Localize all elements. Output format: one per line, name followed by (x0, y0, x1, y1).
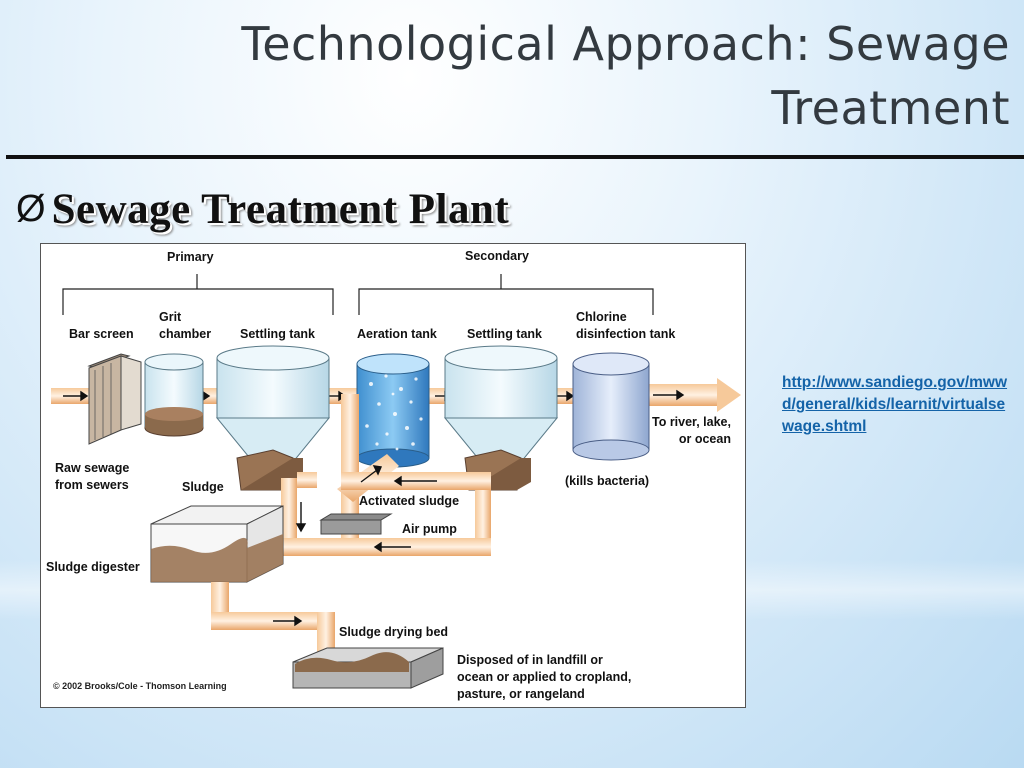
title-line-1: Technological Approach: Sewage (241, 17, 1010, 71)
bullet-heading: Ø Sewage Treatment Plant (16, 184, 509, 234)
source-link[interactable]: http://www.sandiego.gov/mwwd/general/kid… (782, 374, 1008, 435)
label-air-pump: Air pump (402, 522, 457, 536)
label-settling-tank-2: Settling tank (467, 327, 543, 341)
title-line-2: Treatment (771, 81, 1010, 135)
label-raw-sewage: Raw sewage from sewers (55, 461, 130, 492)
label-to-river: To river, lake, or ocean (652, 415, 731, 446)
label-sludge-digester: Sludge digester (46, 560, 140, 574)
slide-title: Technological Approach: Sewage Treatment (241, 12, 1010, 140)
label-settling-tank-1: Settling tank (240, 327, 316, 341)
label-sludge: Sludge (182, 480, 224, 494)
diagram-drawing (51, 274, 741, 689)
label-disposal: Disposed of in landfill or ocean or appl… (457, 653, 632, 701)
title-divider (6, 155, 1024, 159)
label-kills-bacteria: (kills bacteria) (565, 474, 650, 488)
bullet-text: Sewage Treatment Plant (51, 185, 510, 233)
label-primary: Primary (167, 250, 214, 264)
arrow-bullet-icon: Ø (16, 188, 46, 230)
label-chlorine-tank: Chlorine disinfection tank (576, 310, 676, 341)
label-aeration-tank: Aeration tank (357, 327, 437, 341)
label-sludge-drying-bed: Sludge drying bed (339, 625, 449, 639)
label-bar-screen: Bar screen (69, 327, 134, 341)
copyright-notice: © 2002 Brooks/Cole - Thomson Learning (53, 681, 227, 691)
label-grit-chamber: Grit chamber (159, 310, 212, 341)
label-activated-sludge: Activated sludge (359, 494, 460, 508)
label-secondary: Secondary (465, 249, 529, 263)
sewage-plant-diagram: Primary Secondary Bar screen Grit chambe… (40, 243, 746, 708)
